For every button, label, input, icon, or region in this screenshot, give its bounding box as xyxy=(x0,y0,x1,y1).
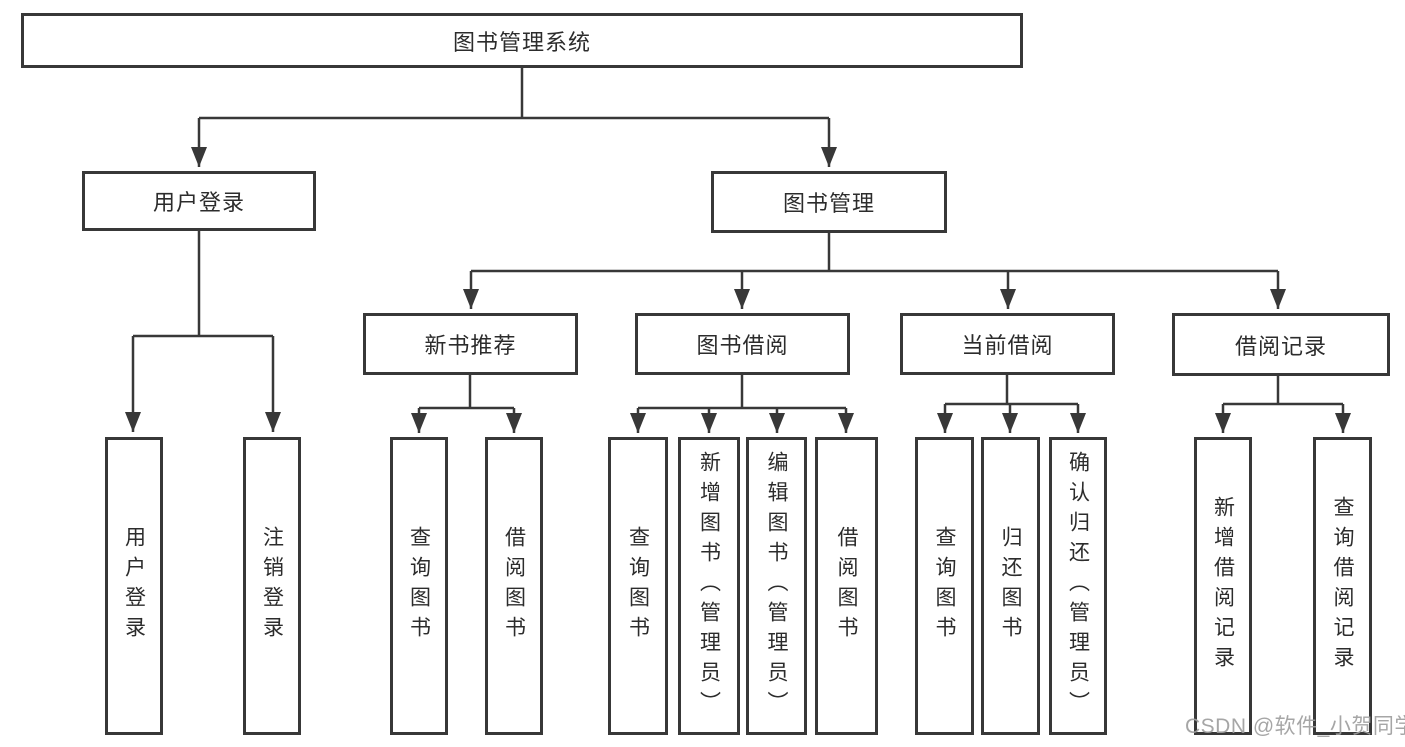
node-label: 确认归还（管理员） xyxy=(1066,451,1090,721)
node-leaf-borrow-books-2: 借阅图书 xyxy=(815,437,878,735)
node-leaf-query-borrow-record: 查询借阅记录 xyxy=(1313,437,1372,735)
node-label: 借阅记录 xyxy=(1234,333,1327,359)
node-label: 借阅图书 xyxy=(835,526,858,646)
node-leaf-add-borrow-record: 新增借阅记录 xyxy=(1194,437,1252,735)
node-root-library-system: 图书管理系统 xyxy=(21,13,1023,68)
connector-arrows xyxy=(125,118,1351,433)
node-leaf-confirm-return-admin: 确认归还（管理员） xyxy=(1049,437,1107,735)
node-label: 查询图书 xyxy=(626,526,650,646)
node-book-borrowing: 图书借阅 xyxy=(635,313,850,375)
node-label: 查询借阅记录 xyxy=(1331,496,1354,676)
node-book-management-branch: 图书管理 xyxy=(711,171,947,233)
node-borrowing-records: 借阅记录 xyxy=(1172,313,1390,376)
node-leaf-borrow-books-1: 借阅图书 xyxy=(485,437,543,735)
node-label: 编辑图书（管理员） xyxy=(765,451,788,721)
node-label: 查询图书 xyxy=(407,526,431,646)
node-label: 新增图书（管理员） xyxy=(697,451,721,721)
node-new-book-recommend: 新书推荐 xyxy=(363,313,578,375)
node-leaf-add-books-admin: 新增图书（管理员） xyxy=(678,437,740,735)
node-leaf-query-books-1: 查询图书 xyxy=(390,437,448,735)
csdn-watermark: CSDN @软件_小贺同学 xyxy=(1185,715,1405,738)
node-label: 新书推荐 xyxy=(424,333,517,358)
node-current-borrowing: 当前借阅 xyxy=(900,313,1115,375)
node-leaf-edit-books-admin: 编辑图书（管理员） xyxy=(746,437,807,735)
node-label: 新增借阅记录 xyxy=(1211,496,1235,676)
node-leaf-return-books: 归还图书 xyxy=(981,437,1040,735)
connector-lines xyxy=(133,68,1343,410)
node-leaf-query-books-2: 查询图书 xyxy=(608,437,668,735)
node-label: 查询图书 xyxy=(933,526,956,646)
node-label: 图书管理 xyxy=(782,191,875,216)
node-label: 当前借阅 xyxy=(961,333,1054,358)
node-label: 图书借阅 xyxy=(696,333,789,358)
node-label: 注销登录 xyxy=(260,526,284,646)
node-label: 用户登录 xyxy=(152,190,245,215)
node-user-login-branch: 用户登录 xyxy=(82,171,316,231)
node-leaf-logout: 注销登录 xyxy=(243,437,301,735)
node-label: 归还图书 xyxy=(999,526,1022,646)
node-label: 借阅图书 xyxy=(502,526,526,646)
node-leaf-user-login: 用户登录 xyxy=(105,437,163,735)
node-label: 用户登录 xyxy=(122,526,146,646)
node-leaf-query-books-3: 查询图书 xyxy=(915,437,974,735)
node-label: 图书管理系统 xyxy=(452,29,591,55)
